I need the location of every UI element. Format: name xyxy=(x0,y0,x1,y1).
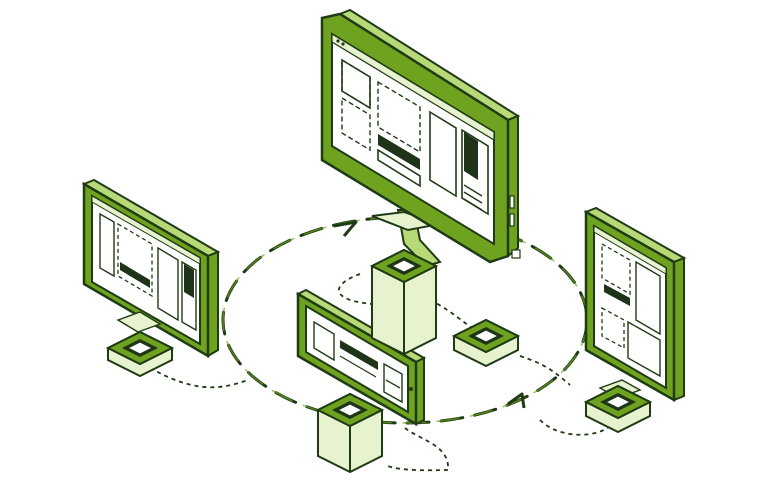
desktop-monitor-icon xyxy=(320,8,521,268)
sync-arrow-icon xyxy=(333,220,526,409)
device-hub-icon xyxy=(315,392,385,474)
device-hub-icon xyxy=(369,248,439,356)
left-tablet-icon xyxy=(81,178,221,359)
device-hub-icon xyxy=(105,330,175,378)
device-hub-icon xyxy=(583,384,653,434)
device-hub-icon xyxy=(451,318,521,368)
right-tablet-icon xyxy=(583,206,687,403)
